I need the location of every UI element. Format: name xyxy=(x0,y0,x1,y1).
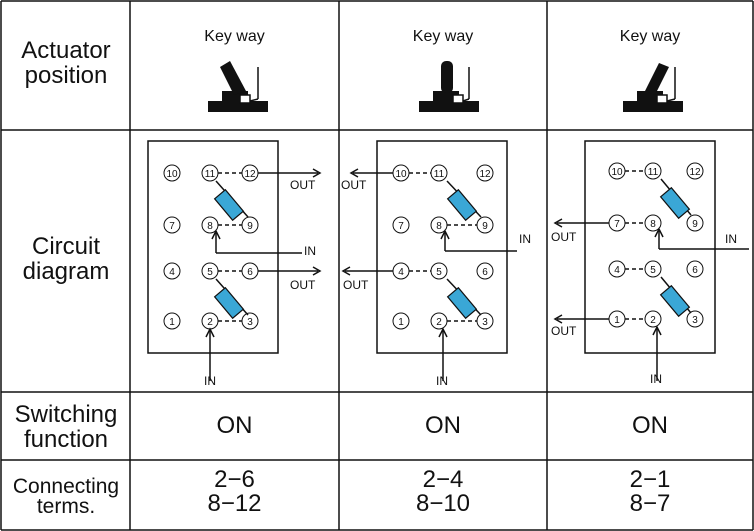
out-label: OUT xyxy=(290,178,316,192)
terminal-label: 5 xyxy=(650,265,656,276)
terminal-label: 8 xyxy=(436,221,442,232)
terminal-label: 9 xyxy=(482,221,488,232)
terminal-label: 12 xyxy=(689,167,701,178)
in-label: IN xyxy=(725,232,737,246)
connecting-term: 8−12 xyxy=(207,490,262,517)
terminal-label: 12 xyxy=(479,169,491,180)
resistor-icon xyxy=(446,278,482,320)
resistor-icon xyxy=(213,180,249,222)
resistor-icon xyxy=(213,278,249,320)
out-label: OUT xyxy=(551,230,577,244)
terminal-label: 2 xyxy=(207,317,213,328)
in-label: IN xyxy=(204,374,216,388)
connecting-term: 2−1 xyxy=(629,466,671,493)
row-label-actuator: Actuator position xyxy=(21,37,111,90)
terminal-label: 8 xyxy=(207,221,213,232)
row-label-circuit: Circuit diagram xyxy=(22,233,110,286)
connecting-term: 8−7 xyxy=(629,490,671,517)
connecting-term: 8−10 xyxy=(415,490,471,517)
switching-function-3: ON xyxy=(632,412,668,439)
in-label: IN xyxy=(650,372,662,386)
terminal-label: 6 xyxy=(692,265,698,276)
switching-function-2: ON xyxy=(425,412,461,439)
in-label: IN xyxy=(304,244,316,258)
key-way-label-1: Key way xyxy=(204,28,265,45)
terminal-label: 12 xyxy=(244,169,256,180)
circuit-diagram-1: 10 11 12 7 8 9 4 5 6 1 2 3 xyxy=(147,140,322,388)
terminal-label: 1 xyxy=(169,317,175,328)
out-label: OUT xyxy=(290,278,316,292)
terminal-label: 9 xyxy=(247,221,253,232)
out-label: OUT xyxy=(551,324,577,338)
resistor-icon xyxy=(659,178,692,220)
toggle-switch-right-icon xyxy=(623,63,683,112)
terminal-label: 11 xyxy=(434,169,445,180)
connecting-terms-2: 2−4 8−10 xyxy=(339,468,547,516)
key-way-label-3: Key way xyxy=(619,28,681,45)
connecting-term: 2−6 xyxy=(214,466,255,493)
terminal-label: 1 xyxy=(398,317,404,328)
terminal-label: 1 xyxy=(614,315,620,326)
resistor-icon xyxy=(659,276,692,318)
terminal-label: 7 xyxy=(169,221,175,232)
terminal-label: 8 xyxy=(650,219,656,230)
connecting-terms-3: 2−1 8−7 xyxy=(547,468,753,516)
toggle-switch-left-icon xyxy=(208,61,268,112)
connecting-terms-1: 2−6 8−12 xyxy=(130,468,339,516)
out-label: OUT xyxy=(343,278,369,292)
terminal-label: 10 xyxy=(395,169,407,180)
connecting-term: 2−4 xyxy=(422,466,464,493)
terminal-label: 5 xyxy=(207,267,213,278)
resistor-icon xyxy=(446,180,482,222)
toggle-switch-center-icon xyxy=(419,61,479,112)
in-label: IN xyxy=(436,374,448,388)
terminal-label: 2 xyxy=(650,315,656,326)
circuit-diagram-2: 10 11 12 7 8 9 4 5 6 1 2 3 xyxy=(341,140,531,388)
terminal-label: 5 xyxy=(436,267,442,278)
key-way-label-2: Key way xyxy=(412,28,474,45)
terminal-label: 4 xyxy=(614,265,620,276)
row-label-switching: Switching function xyxy=(14,401,118,454)
terminal-label: 3 xyxy=(247,317,253,328)
circuit-diagram-3: 10 11 12 7 8 9 4 5 6 1 2 3 xyxy=(551,140,749,386)
terminal-label: 7 xyxy=(614,219,620,230)
terminal-label: 9 xyxy=(692,219,698,230)
terminal-label: 11 xyxy=(205,169,216,180)
terminal-label: 11 xyxy=(648,167,659,178)
terminal-label: 3 xyxy=(692,315,698,326)
terminal-label: 10 xyxy=(166,169,178,180)
terminal-label: 7 xyxy=(398,221,404,232)
switching-function-1: ON xyxy=(216,412,253,439)
in-label: IN xyxy=(519,232,531,246)
terminal-label: 6 xyxy=(247,267,253,278)
terminal-label: 6 xyxy=(482,267,488,278)
terminal-label: 10 xyxy=(611,167,623,178)
out-label: OUT xyxy=(341,178,367,192)
terminal-label: 2 xyxy=(436,317,442,328)
terminal-label: 3 xyxy=(482,317,488,328)
row-label-connecting: Connecting terms. xyxy=(12,475,120,518)
terminal-label: 4 xyxy=(398,267,404,278)
terminal-label: 4 xyxy=(169,267,175,278)
